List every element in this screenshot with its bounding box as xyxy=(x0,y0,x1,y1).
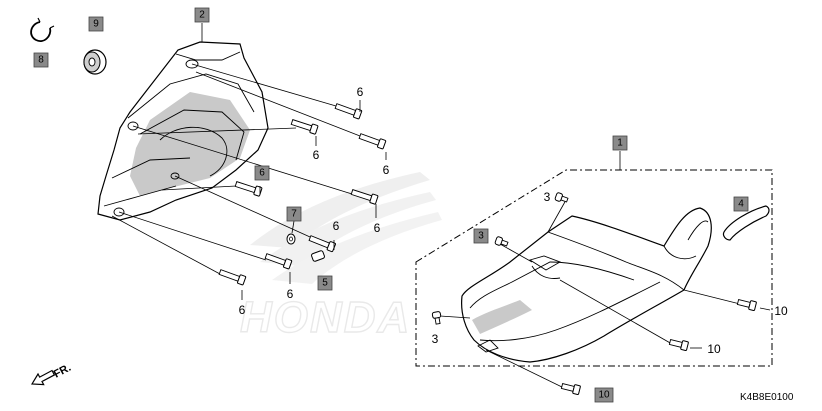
diagram-code: K4B8E0100 xyxy=(740,392,794,403)
svg-text:5: 5 xyxy=(322,278,328,289)
screw-3-a xyxy=(554,192,569,203)
bolt-6-b xyxy=(358,133,387,150)
label-box-5: 5 xyxy=(317,275,333,291)
label-box-6: 6 xyxy=(254,165,270,181)
callout-6-top: 6 xyxy=(357,85,364,99)
assembly-outline-dashed xyxy=(415,169,773,367)
washer-part xyxy=(286,233,296,245)
leader-lines xyxy=(111,63,741,389)
callout-6-center: 6 xyxy=(333,219,340,233)
svg-text:1: 1 xyxy=(617,138,623,149)
grommet-strip-part xyxy=(722,205,770,241)
callout-6-right-upper: 6 xyxy=(383,163,390,177)
lower-cover-part xyxy=(461,207,712,363)
svg-text:4: 4 xyxy=(738,199,744,210)
screw-3-c xyxy=(431,311,442,325)
svg-text:3: 3 xyxy=(478,231,484,242)
label-box-1: 1 xyxy=(612,135,628,170)
callout-3-bottom: 3 xyxy=(432,332,439,346)
label-box-3: 3 xyxy=(473,228,489,244)
label-box-7: 7 xyxy=(286,206,302,234)
honda-wing-watermark: HONDA xyxy=(239,172,442,343)
bolt-10-b xyxy=(668,339,689,352)
bolt-6-a xyxy=(334,103,363,120)
bolt-6-d xyxy=(350,189,379,205)
bolt-6-c xyxy=(290,119,319,135)
svg-text:9: 9 xyxy=(93,19,99,30)
svg-text:2: 2 xyxy=(199,10,205,21)
svg-text:8: 8 xyxy=(38,55,44,66)
label-box-2: 2 xyxy=(194,7,210,42)
callout-10-mid: 10 xyxy=(707,342,721,356)
bolt-6-e xyxy=(234,181,263,197)
callout-ticks xyxy=(241,100,771,349)
callout-3-top: 3 xyxy=(544,190,551,204)
label-box-9: 9 xyxy=(88,16,104,32)
bolt-6-f xyxy=(308,235,336,253)
label-box-8: 8 xyxy=(33,52,49,68)
watermark-brand: HONDA xyxy=(240,293,411,342)
svg-text:10: 10 xyxy=(598,390,610,401)
callout-6-mid: 6 xyxy=(313,148,320,162)
callout-6-right-lower: 6 xyxy=(374,221,381,235)
circlip-part xyxy=(30,17,55,42)
bolt-6-g xyxy=(264,253,293,270)
front-direction-label: FR. xyxy=(52,362,73,381)
callout-10-right: 10 xyxy=(774,304,788,318)
front-direction-arrow-icon xyxy=(30,369,56,386)
label-box-10: 10 xyxy=(594,387,614,403)
crankcase-cover-part xyxy=(97,41,269,221)
callout-6-left: 6 xyxy=(239,303,246,317)
callout-6-bottom: 6 xyxy=(287,287,294,301)
bolt-10-a xyxy=(736,299,757,312)
bearing-part xyxy=(83,49,107,75)
screw-3-b xyxy=(494,236,509,247)
svg-text:7: 7 xyxy=(291,209,297,220)
label-box-4: 4 xyxy=(733,196,749,212)
dowel-part xyxy=(311,250,325,262)
svg-text:6: 6 xyxy=(259,168,265,179)
bolt-10-c xyxy=(560,383,581,396)
bolt-6-h xyxy=(218,269,247,286)
